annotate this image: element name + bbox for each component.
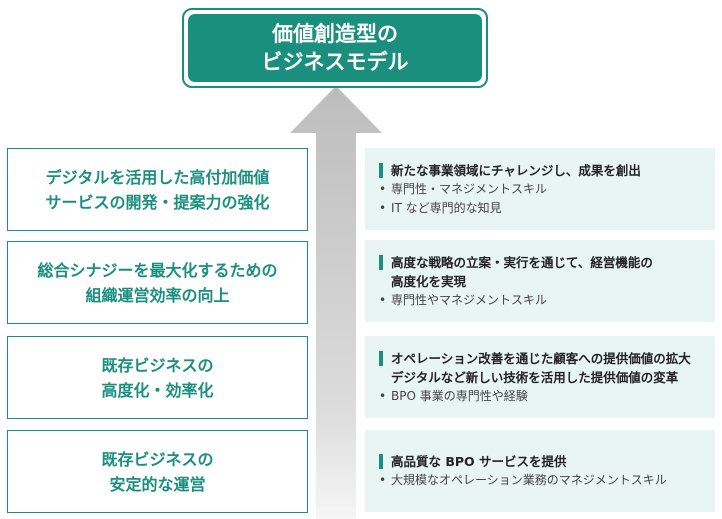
panel-headline: オペレーション改善を通じた顧客への提供価値の拡大 デジタルなど新しい技術を活用し… (379, 349, 705, 387)
goal-title-line: ビジネスモデル (261, 50, 409, 74)
headline-marker (379, 454, 383, 469)
headline-marker (379, 254, 383, 270)
step-box-2: 総合シナジーを最大化するための 組織運営効率の向上 (7, 241, 308, 324)
headline-text: デジタルなど新しい技術を活用した提供価値の変革 (391, 369, 679, 385)
step-label-line: デジタルを活用した高付加価値 (45, 167, 270, 187)
bullet-text: 専門性やマネジメントスキル (391, 292, 548, 307)
goal-title: 価値創造型の ビジネスモデル (188, 14, 482, 82)
headline-text: 新たな事業領域にチャレンジし、成果を創出 (391, 162, 641, 178)
step-label-line: 高度化・効率化 (101, 380, 214, 400)
step-label-line: 既存ビジネスの (101, 449, 214, 469)
step-box-3: 既存ビジネスの 高度化・効率化 (7, 336, 308, 419)
step-panel-1: 新たな事業領域にチャレンジし、成果を創出 • 専門性・マネジメントスキル • I… (365, 148, 715, 230)
step-label-line: 総合シナジーを最大化するための (37, 260, 278, 280)
bullet-text: 専門性・マネジメントスキル (391, 181, 548, 196)
panel-bullet: • 大規模なオペレーション業務のマネジメントスキル (379, 471, 705, 490)
panel-bullet: • IT など専門的な知見 (379, 199, 705, 218)
step-label-line: 安定的な運営 (109, 474, 206, 494)
bullet-dot: • (379, 292, 387, 307)
headline-text: 高品質な BPO サービスを提供 (391, 454, 567, 469)
goal-box: 価値創造型の ビジネスモデル (182, 8, 488, 88)
bullet-text: IT など専門的な知見 (391, 200, 502, 215)
headline-marker (379, 162, 383, 178)
step-box-1: デジタルを活用した高付加価値 サービスの開発・提案力の強化 (7, 148, 308, 231)
step-label-line: 既存ビジネスの (101, 355, 214, 375)
panel-headline: 高度な戦略の立案・実行を通じて、経営機能の 高度化を実現 (379, 253, 705, 291)
panel-bullet: • 専門性・マネジメントスキル (379, 180, 705, 199)
panel-headline: 高品質な BPO サービスを提供 (379, 452, 705, 471)
headline-text: 高度化を実現 (391, 273, 467, 289)
step-label-line: 組織運営効率の向上 (85, 285, 230, 305)
bullet-text: 大規模なオペレーション業務のマネジメントスキル (391, 473, 667, 487)
panel-bullet: • BPO 事業の専門性や経験 (379, 387, 705, 406)
headline-text: オペレーション改善を通じた顧客への提供価値の拡大 (391, 350, 691, 366)
bullet-dot: • (379, 388, 387, 403)
headline-text: 高度な戦略の立案・実行を通じて、経営機能の (391, 254, 653, 270)
step-box-4: 既存ビジネスの 安定的な運営 (7, 430, 308, 513)
bullet-text: BPO 事業の専門性や経験 (391, 388, 528, 403)
bullet-dot: • (379, 181, 387, 196)
bullet-dot: • (379, 473, 387, 487)
goal-title-line: 価値創造型の (272, 22, 398, 46)
step-panel-4: 高品質な BPO サービスを提供 • 大規模なオペレーション業務のマネジメントス… (365, 430, 715, 512)
panel-bullet: • 専門性やマネジメントスキル (379, 291, 705, 310)
headline-marker (379, 350, 383, 366)
panel-headline: 新たな事業領域にチャレンジし、成果を創出 (379, 161, 705, 180)
step-panel-2: 高度な戦略の立案・実行を通じて、経営機能の 高度化を実現 • 専門性やマネジメン… (365, 240, 715, 322)
step-panel-3: オペレーション改善を通じた顧客への提供価値の拡大 デジタルなど新しい技術を活用し… (365, 336, 715, 418)
bullet-dot: • (379, 200, 387, 215)
step-label-line: サービスの開発・提案力の強化 (45, 192, 270, 212)
